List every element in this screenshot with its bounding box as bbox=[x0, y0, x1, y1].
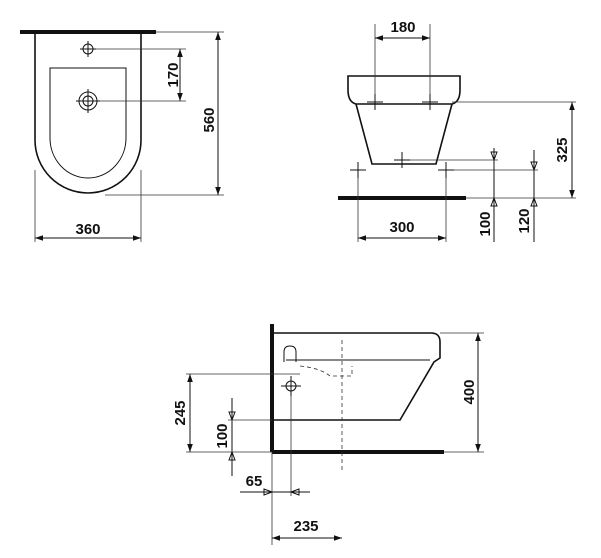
dim-100-label-side: 100 bbox=[214, 423, 231, 448]
fixing-marker-right bbox=[422, 94, 438, 110]
bidet-side-outline bbox=[274, 332, 441, 421]
dim-400-label: 400 bbox=[461, 379, 478, 404]
dim-300-label: 300 bbox=[389, 219, 414, 236]
tap-spout bbox=[283, 345, 297, 362]
side-fixing-marker bbox=[281, 376, 301, 396]
dim-245-label: 245 bbox=[172, 400, 189, 425]
bidet-front-bowl bbox=[49, 67, 127, 179]
tap-hole-marker bbox=[80, 41, 96, 57]
dim-100-label-top: 100 bbox=[477, 211, 494, 236]
dim-325-label: 325 bbox=[554, 137, 571, 162]
bidet-rear-body bbox=[355, 103, 453, 165]
fixing-marker-low-right bbox=[438, 162, 454, 178]
dim-170-label: 170 bbox=[165, 62, 182, 87]
dim-65-label: 65 bbox=[246, 473, 263, 490]
dim-180-label: 180 bbox=[390, 19, 415, 36]
inlet-marker bbox=[394, 152, 410, 168]
dim-360-label: 360 bbox=[75, 221, 100, 238]
rear-view: 180 325 120 100 300 bbox=[338, 19, 576, 242]
front-view: 170 560 360 bbox=[20, 30, 224, 242]
dim-235-label: 235 bbox=[293, 518, 318, 535]
fixing-marker-left bbox=[367, 94, 383, 110]
side-view: 400 245 100 65 235 bbox=[172, 324, 484, 545]
dim-560-label: 560 bbox=[201, 107, 218, 132]
bidet-front-outline bbox=[34, 33, 142, 194]
drain-marker bbox=[76, 89, 100, 113]
bidet-rear-rim bbox=[347, 75, 461, 105]
fixing-marker-low-left bbox=[350, 162, 366, 178]
dim-120-label: 120 bbox=[516, 208, 533, 233]
